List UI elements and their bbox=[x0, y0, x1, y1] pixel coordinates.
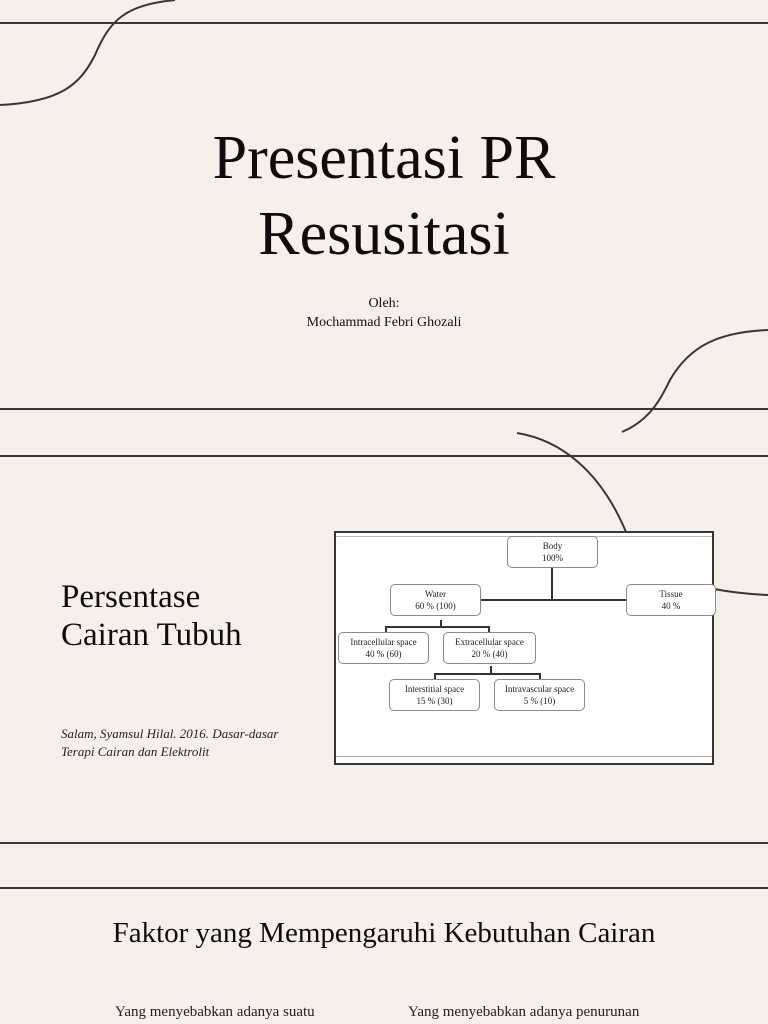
body-fluid-diagram: Body 100% Water 60 % (100) Tissue 40 % I… bbox=[334, 531, 716, 765]
slide-3-top-border bbox=[0, 887, 768, 889]
author-name: Mochammad Febri Ghozali bbox=[306, 315, 462, 330]
column-2-text: Yang menyebabkan adanya penurunan bbox=[408, 1004, 640, 1020]
node-value: 100% bbox=[542, 553, 563, 563]
node-label: Extracellular space bbox=[455, 637, 524, 647]
title-line-1: Persentase bbox=[61, 579, 201, 615]
node-label: Intravascular space bbox=[504, 684, 575, 694]
node-value: 40 % bbox=[661, 601, 681, 611]
slide-2-title: Persentase Cairan Tubuh bbox=[61, 578, 242, 654]
node-label: Intracellular space bbox=[350, 637, 417, 647]
citation: Salam, Syamsul Hilal. 2016. Dasar-dasar … bbox=[61, 726, 279, 759]
node-label: Water bbox=[424, 589, 447, 599]
connector-intracellular bbox=[385, 626, 387, 633]
node-intracellular: Intracellular space 40 % (60) bbox=[338, 632, 429, 664]
byline-label: Oleh: bbox=[368, 296, 400, 311]
node-value: 20 % (40) bbox=[471, 649, 508, 659]
title-line-2: Resusitasi bbox=[258, 200, 510, 268]
diagram-bottom-rule bbox=[336, 756, 712, 757]
connector-water-tissue bbox=[480, 599, 626, 601]
node-intravascular: Intravascular space 5 % (10) bbox=[494, 679, 585, 711]
column-1-text: Yang menyebabkan adanya suatu bbox=[115, 1004, 315, 1020]
slide-1-byline: Oleh: Mochammad Febri Ghozali bbox=[0, 294, 768, 332]
node-label: Body bbox=[542, 541, 563, 551]
connector-interstitial bbox=[434, 673, 436, 681]
slide-1-title: Presentasi PR Resusitasi bbox=[0, 120, 768, 272]
connector-extracellular bbox=[488, 626, 490, 633]
connector-body bbox=[551, 566, 553, 600]
title-line-2: Cairan Tubuh bbox=[61, 617, 242, 653]
node-extracellular: Extracellular space 20 % (40) bbox=[443, 632, 536, 664]
node-value: 5 % (10) bbox=[523, 696, 556, 706]
slide-1-top-border bbox=[0, 22, 768, 24]
slide-1-bottom-border bbox=[0, 408, 768, 410]
slide-2-top-border bbox=[0, 455, 768, 457]
connector-extra-children bbox=[434, 673, 540, 675]
title-line-1: Presentasi PR bbox=[212, 124, 556, 192]
node-value: 15 % (30) bbox=[416, 696, 453, 706]
node-tissue: Tissue 40 % bbox=[626, 584, 716, 616]
node-water: Water 60 % (100) bbox=[390, 584, 481, 616]
node-body: Body 100% bbox=[507, 536, 598, 568]
slide-2-bottom-border bbox=[0, 842, 768, 844]
node-interstitial: Interstitial space 15 % (30) bbox=[389, 679, 480, 711]
node-value: 40 % (60) bbox=[365, 649, 402, 659]
node-label: Tissue bbox=[659, 589, 683, 599]
connector-water-down bbox=[440, 620, 442, 627]
node-label: Interstitial space bbox=[404, 684, 465, 694]
node-value: 60 % (100) bbox=[415, 601, 456, 611]
connector-extra-down bbox=[490, 666, 492, 674]
slide-3-title: Faktor yang Mempengaruhi Kebutuhan Caira… bbox=[112, 917, 656, 949]
connector-intravascular bbox=[539, 673, 541, 681]
connector-water-children bbox=[385, 626, 489, 628]
